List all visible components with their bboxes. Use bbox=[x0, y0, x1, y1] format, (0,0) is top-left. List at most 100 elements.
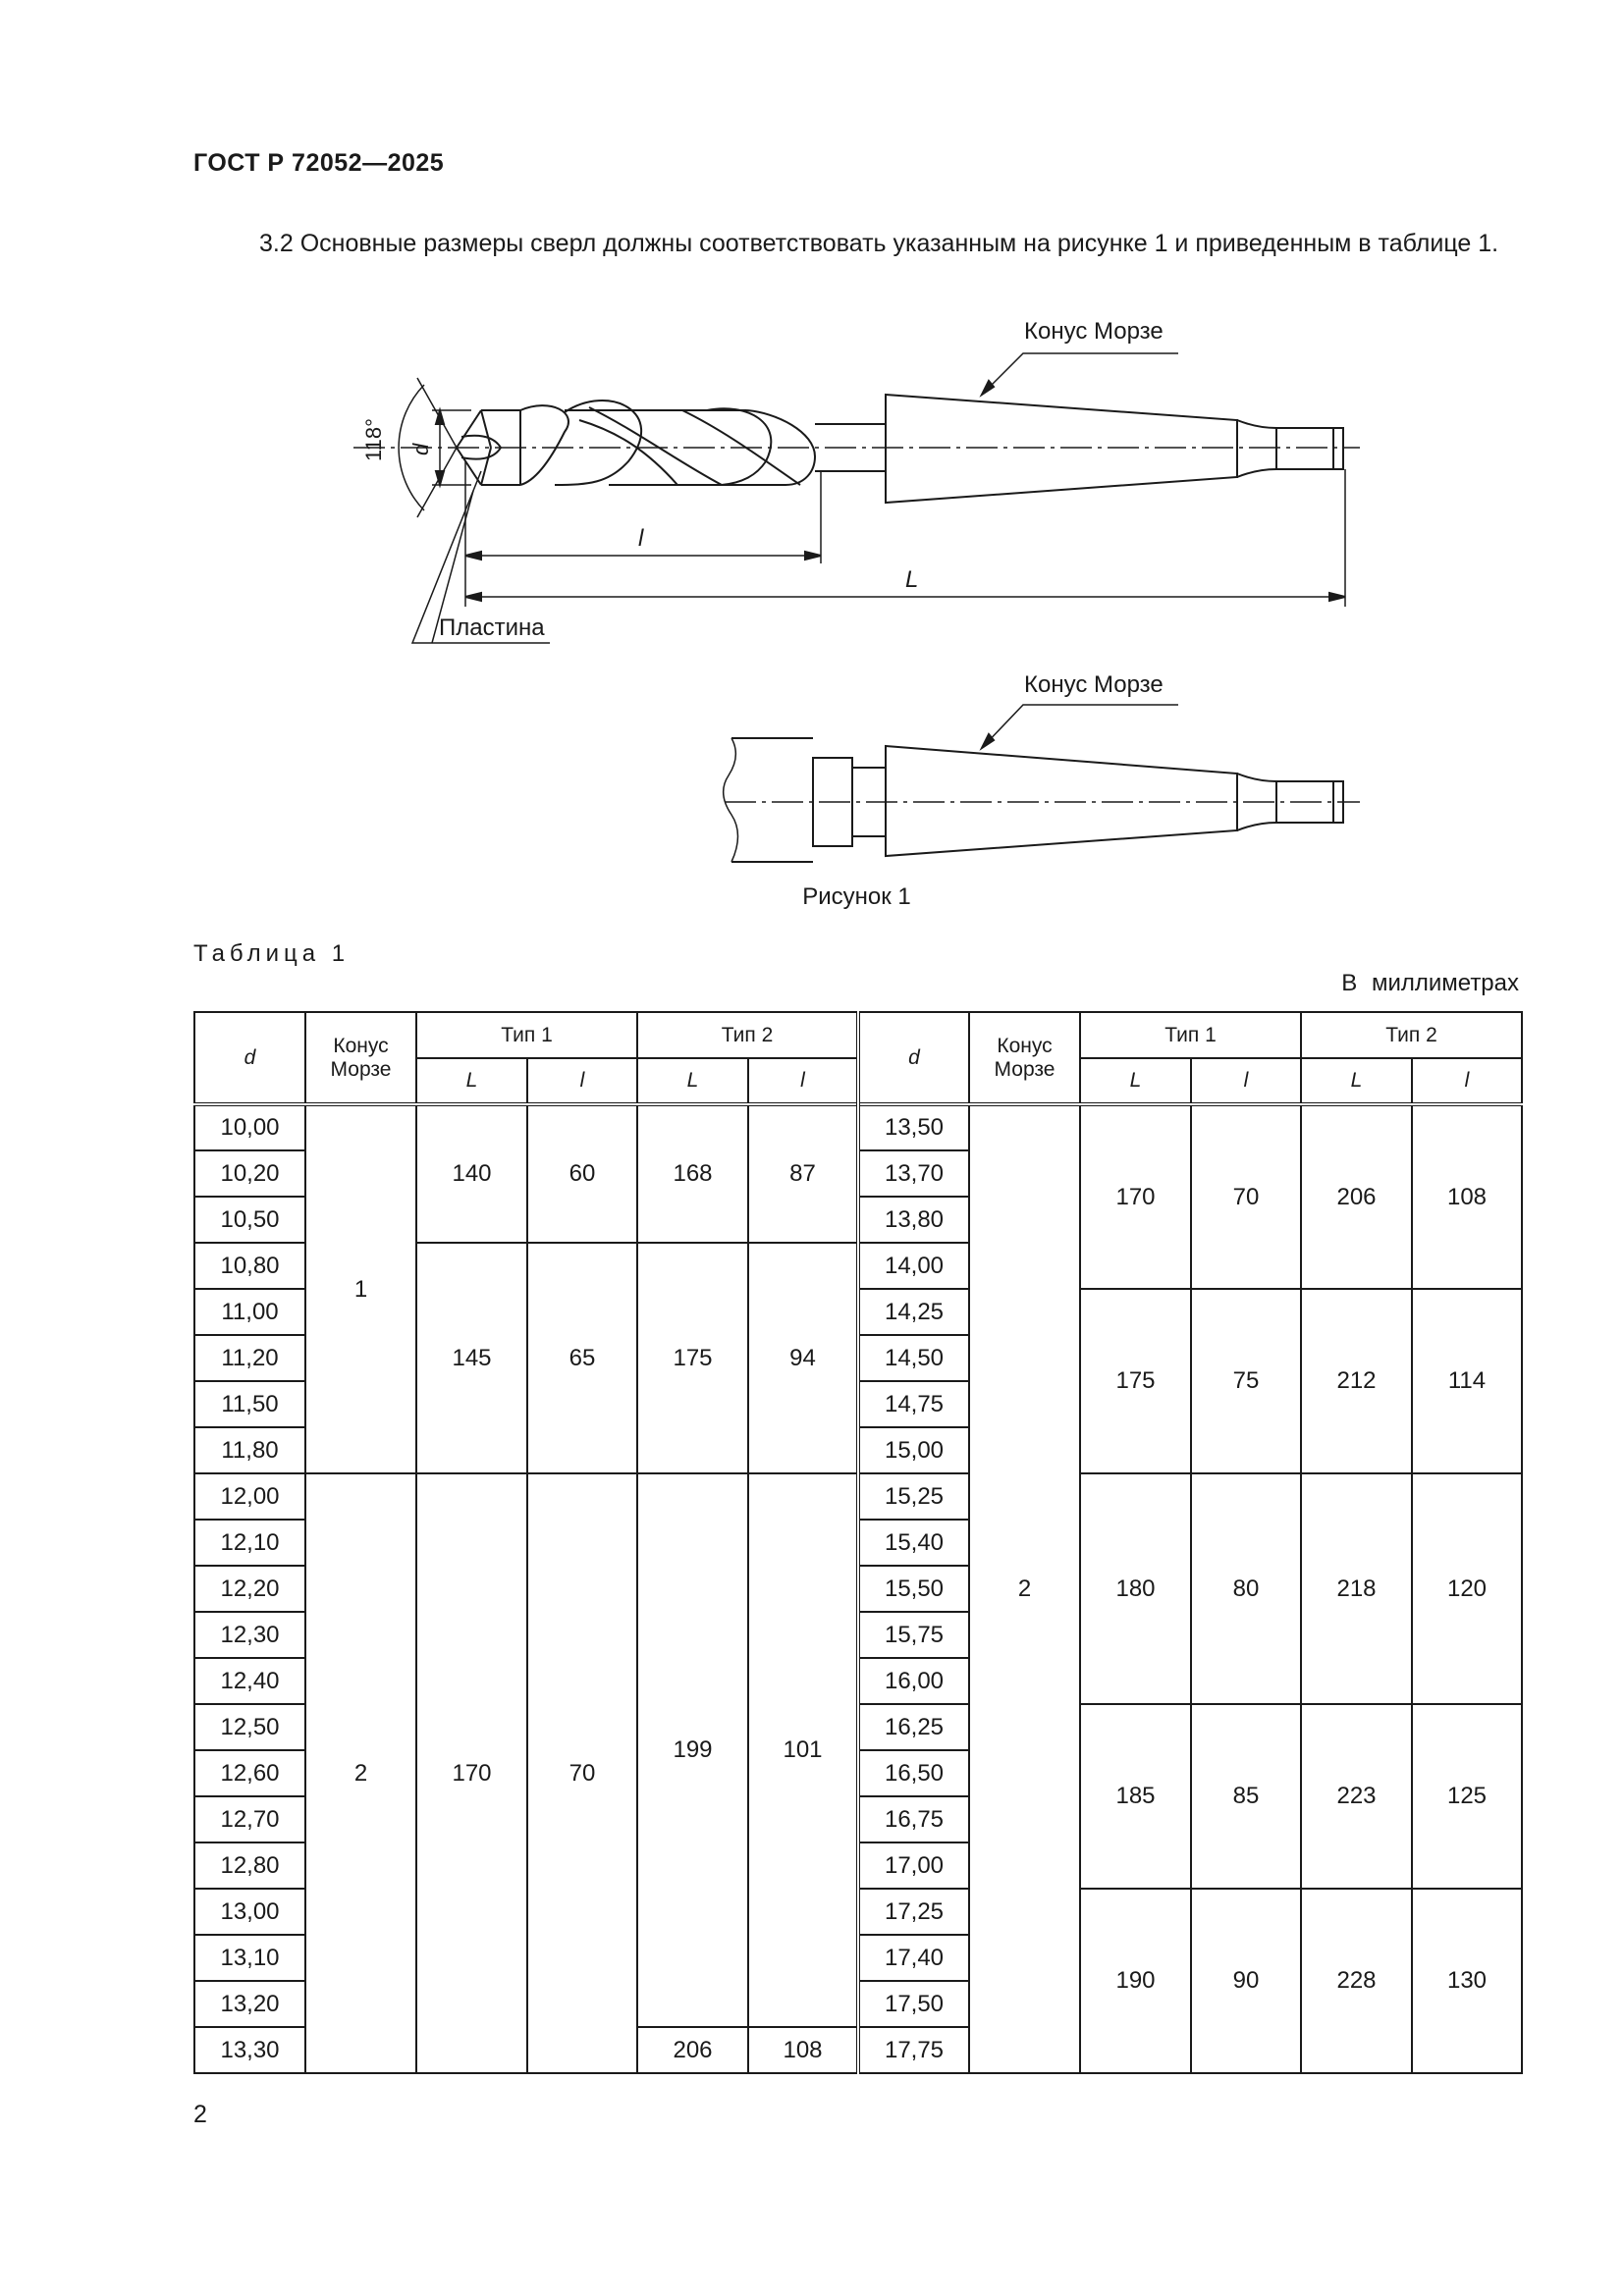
label-morse-cone-top: Конус Морзе bbox=[1024, 318, 1164, 345]
cell-L: 199 bbox=[636, 1472, 749, 2028]
cell-d: 14,50 bbox=[856, 1334, 970, 1382]
col-header-type1-right: Тип 1 bbox=[1079, 1011, 1302, 1059]
cell-cone: 2 bbox=[968, 1102, 1081, 2074]
table-row: 12,40 16,00 bbox=[193, 1657, 1522, 1705]
cell-d: 13,70 bbox=[856, 1149, 970, 1198]
cell-d: 12,40 bbox=[193, 1657, 306, 1705]
table-row: 12,00 2 170 70 199 101 15,25 180 80 218 … bbox=[193, 1472, 1523, 2074]
cell-d: 16,00 bbox=[856, 1657, 970, 1705]
label-plate: Пластина bbox=[439, 614, 545, 641]
morse-cone-bottom bbox=[885, 744, 1238, 858]
cell-d: 10,80 bbox=[193, 1242, 306, 1290]
cell-l: 108 bbox=[747, 2026, 859, 2074]
cell-l: 70 bbox=[526, 1472, 638, 2074]
cell-d: 17,40 bbox=[856, 1934, 970, 1982]
table-row: 13,10 17,40 bbox=[193, 1934, 1522, 1982]
col-header-L: L bbox=[1300, 1057, 1413, 1105]
cell-L: 185 bbox=[1079, 1703, 1192, 1890]
cell-d: 14,75 bbox=[856, 1380, 970, 1428]
cell-L: 175 bbox=[636, 1242, 749, 1474]
paragraph-3-2: 3.2 Основные размеры сверл должны соотве… bbox=[193, 224, 1519, 263]
col-header-l: l bbox=[747, 1057, 859, 1105]
label-dim-L: L bbox=[905, 566, 918, 593]
document-code-header: ГОСТ Р 72052—2025 bbox=[193, 149, 445, 177]
table-caption: Таблица 1 bbox=[193, 940, 351, 967]
cell-l: 87 bbox=[747, 1102, 859, 1244]
cell-d: 13,80 bbox=[856, 1196, 970, 1244]
table-row: 11,20 14,50 bbox=[193, 1334, 1522, 1382]
label-angle-118: 118° bbox=[361, 418, 386, 461]
break-line bbox=[723, 737, 739, 863]
cell-d: 11,20 bbox=[193, 1334, 306, 1382]
cell-d: 15,75 bbox=[856, 1611, 970, 1659]
cell-d: 17,50 bbox=[856, 1980, 970, 2028]
figure-1-drawing: Конус Морзе Конус Морзе Пластина 118° d … bbox=[353, 318, 1360, 863]
morse-cone-top bbox=[885, 393, 1238, 505]
cell-d: 17,00 bbox=[856, 1842, 970, 1890]
col-header-l: l bbox=[1411, 1057, 1523, 1105]
cell-L: 206 bbox=[1300, 1102, 1413, 1290]
cell-d: 13,20 bbox=[193, 1980, 306, 2028]
col-header-L: L bbox=[1079, 1057, 1192, 1105]
table-row: 11,50 14,75 bbox=[193, 1380, 1522, 1428]
table-row: 11,80 15,00 bbox=[193, 1426, 1522, 1474]
cell-L: 218 bbox=[1300, 1472, 1413, 1705]
cell-d: 13,50 bbox=[856, 1102, 970, 1151]
table-row: 12,60 16,50 bbox=[193, 1749, 1522, 1797]
cell-l: 70 bbox=[1190, 1102, 1302, 1290]
cell-l: 65 bbox=[526, 1242, 638, 1474]
cell-L: 190 bbox=[1079, 1888, 1192, 2074]
label-dim-d: d bbox=[408, 443, 433, 455]
cell-d: 16,75 bbox=[856, 1795, 970, 1843]
cell-l: 60 bbox=[526, 1102, 638, 1244]
cell-cone: 1 bbox=[304, 1102, 417, 1474]
cell-d: 12,70 bbox=[193, 1795, 306, 1843]
col-header-d-right: d bbox=[856, 1011, 970, 1105]
cell-d: 13,30 bbox=[193, 2026, 306, 2074]
cell-L: 168 bbox=[636, 1102, 749, 1244]
cell-d: 16,25 bbox=[856, 1703, 970, 1751]
cell-d: 12,80 bbox=[193, 1842, 306, 1890]
page-number: 2 bbox=[193, 2101, 207, 2128]
table-row: 12,10 15,40 bbox=[193, 1519, 1522, 1567]
table-row: 12,30 15,75 bbox=[193, 1611, 1522, 1659]
cell-d: 11,00 bbox=[193, 1288, 306, 1336]
cell-d: 11,50 bbox=[193, 1380, 306, 1428]
cell-d: 12,20 bbox=[193, 1565, 306, 1613]
cell-L: 180 bbox=[1079, 1472, 1192, 1705]
cell-l: 75 bbox=[1190, 1288, 1302, 1474]
cell-d: 15,00 bbox=[856, 1426, 970, 1474]
table-row: 10,50 13,80 bbox=[193, 1196, 1522, 1244]
paragraph-text: 3.2 Основные размеры сверл должны соотве… bbox=[259, 230, 1499, 257]
col-header-l: l bbox=[526, 1057, 638, 1105]
table-units: В миллиметрах bbox=[1341, 970, 1519, 996]
cell-l: 120 bbox=[1411, 1472, 1523, 1705]
col-header-cone-left: Конус Морзе bbox=[304, 1011, 417, 1105]
cell-d: 16,50 bbox=[856, 1749, 970, 1797]
table-row: 12,80 17,00 bbox=[193, 1842, 1522, 1890]
cell-d: 17,25 bbox=[856, 1888, 970, 1936]
col-header-type2-left: Тип 2 bbox=[636, 1011, 859, 1059]
cell-L: 228 bbox=[1300, 1888, 1413, 2074]
col-header-type2-right: Тип 2 bbox=[1300, 1011, 1523, 1059]
table-row: 12,20 15,50 bbox=[193, 1565, 1522, 1613]
cell-d: 11,80 bbox=[193, 1426, 306, 1474]
cell-l: 94 bbox=[747, 1242, 859, 1474]
cell-d: 14,25 bbox=[856, 1288, 970, 1336]
cell-d: 10,50 bbox=[193, 1196, 306, 1244]
col-header-cone-right: Конус Морзе bbox=[968, 1011, 1081, 1105]
col-header-l: l bbox=[1190, 1057, 1302, 1105]
label-morse-cone-bottom: Конус Морзе bbox=[1024, 671, 1164, 698]
table-row: 11,00 14,25 175 75 212 114 bbox=[193, 1288, 1523, 1474]
table-row: 10,80 145 65 175 94 14,00 bbox=[193, 1242, 1522, 1474]
cell-L: 223 bbox=[1300, 1703, 1413, 1890]
cell-cone: 2 bbox=[304, 1472, 417, 2074]
col-header-type1-left: Тип 1 bbox=[415, 1011, 638, 1059]
table-row: 13,30 206 108 17,75 bbox=[193, 2026, 1522, 2074]
table-row: 13,20 17,50 bbox=[193, 1980, 1522, 2028]
col-header-d-left: d bbox=[193, 1011, 306, 1105]
cell-d: 17,75 bbox=[856, 2026, 970, 2074]
cell-d: 10,20 bbox=[193, 1149, 306, 1198]
label-dim-l: l bbox=[638, 525, 644, 552]
cell-L: 145 bbox=[415, 1242, 528, 1474]
